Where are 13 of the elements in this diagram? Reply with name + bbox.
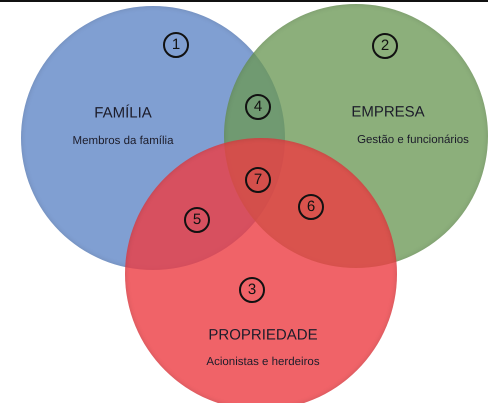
- circle-description: Acionistas e herdeiros: [206, 356, 320, 368]
- circle-title: FAMÍLIA: [94, 104, 152, 122]
- circled-number: 2: [372, 33, 398, 59]
- circled-number: 6: [298, 194, 324, 220]
- circle-title: PROPRIEDADE: [208, 326, 318, 344]
- circled-number: 5: [184, 207, 210, 233]
- circled-number: 3: [239, 277, 265, 303]
- circle-description: Gestão e funcionários: [357, 134, 469, 146]
- circle-title: EMPRESA: [351, 104, 425, 120]
- circled-number: 1: [163, 32, 189, 58]
- circle-description: Membros da família: [72, 135, 174, 147]
- circled-number: 7: [245, 167, 271, 193]
- circled-number: 4: [245, 94, 271, 120]
